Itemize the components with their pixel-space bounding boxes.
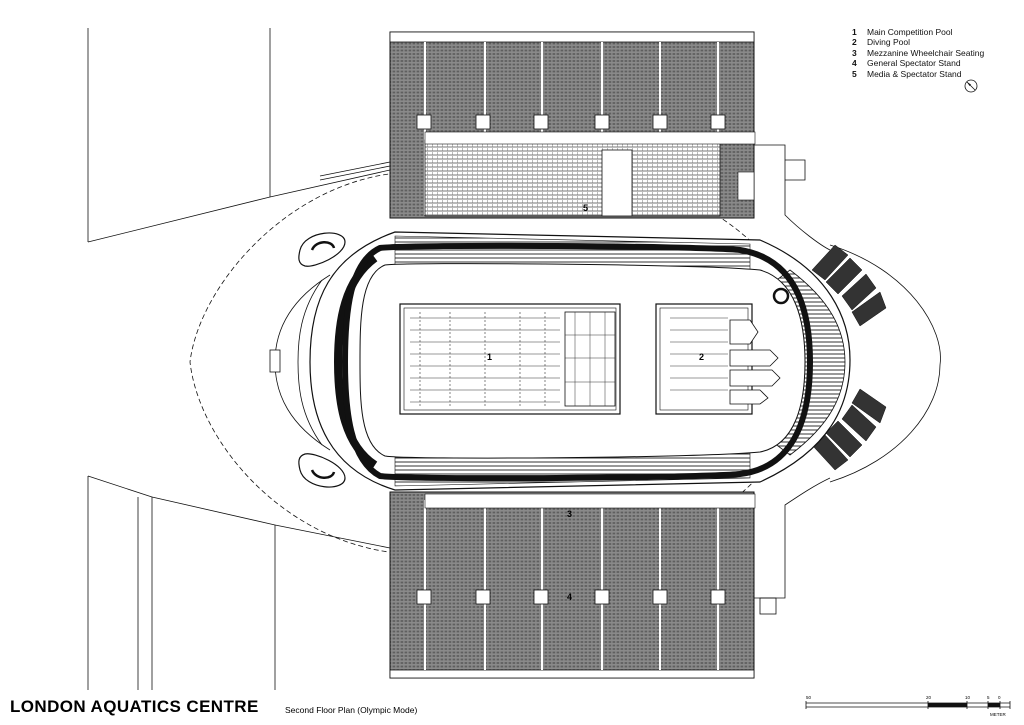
scale-tick-10: 10 (965, 695, 971, 700)
scale-bar: 50 20 10 5 0 METER (805, 695, 1011, 717)
main-competition-pool: 1 (399, 303, 621, 415)
scale-tick-0: 0 (998, 695, 1001, 700)
south-stand (389, 491, 777, 679)
mezzanine-label: 3 (567, 509, 572, 519)
stair-cores (298, 232, 346, 488)
north-arrow-icon (964, 79, 978, 93)
media-stand-label: 5 (583, 203, 588, 213)
scale-tick-20: 20 (926, 695, 932, 700)
main-pool-label: 1 (487, 352, 492, 362)
north-stand (389, 31, 756, 219)
east-fan-seating (811, 244, 887, 471)
drawing-subtitle: Second Floor Plan (Olympic Mode) (285, 705, 418, 715)
drawing-title: LONDON AQUATICS CENTRE (10, 697, 259, 716)
west-concourse (269, 274, 331, 451)
east-outline (754, 144, 941, 599)
diving-pool: 2 (655, 287, 790, 415)
diving-pool-label: 2 (699, 352, 704, 362)
scale-tick-50: 50 (806, 695, 812, 700)
scale-tick-5: 5 (987, 695, 990, 700)
site-outline (87, 28, 391, 690)
scale-unit: METER (990, 712, 1007, 717)
general-stand-label: 4 (567, 592, 572, 602)
